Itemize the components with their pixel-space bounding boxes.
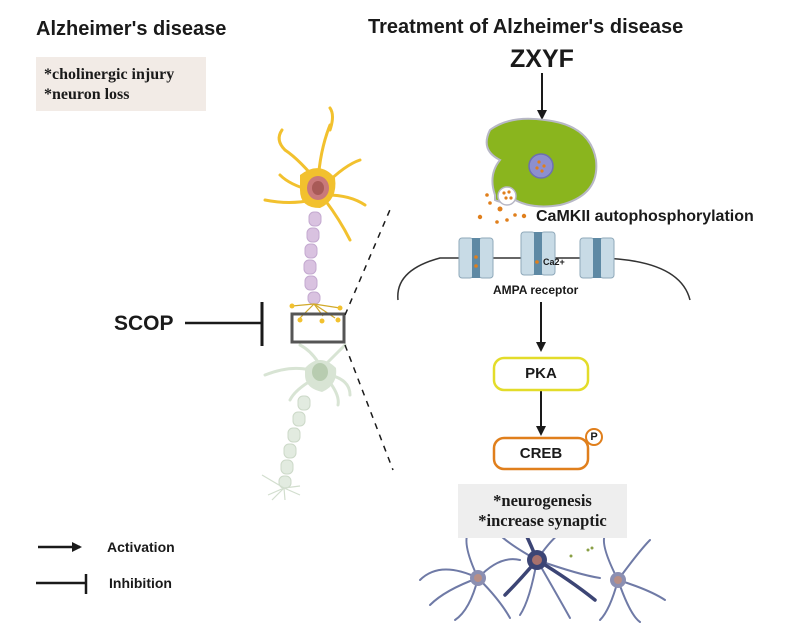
zoom-line-top	[344, 204, 393, 316]
creb-label: CREB	[519, 445, 563, 462]
healthy-neuron	[263, 106, 367, 242]
ca2-label: Ca2+	[543, 257, 565, 267]
zxyf-label: ZXYF	[510, 45, 574, 73]
phospho-label: P	[590, 431, 598, 443]
healthy-axon	[303, 211, 322, 305]
symptom-item: *neuron loss	[44, 86, 130, 103]
symptoms-box: *cholinergic injury *neuron loss	[36, 57, 206, 111]
presynaptic-cell	[485, 117, 598, 208]
ampa-receptor-2	[520, 231, 556, 276]
outcome-item: *increase synaptic	[478, 511, 607, 530]
ampa-receptor-label: AMPA receptor	[493, 283, 579, 297]
left-panel-title: Alzheimer's disease	[36, 18, 227, 40]
camkii-label: CaMKII autophosphorylation	[536, 208, 754, 225]
axon-terminals	[291, 303, 341, 319]
zoom-line-bottom	[344, 344, 394, 471]
released-vesicles	[477, 193, 527, 224]
synapse-highlight-box	[290, 312, 346, 344]
symptom-item: *cholinergic injury	[44, 66, 175, 83]
outcome-item: *neurogenesis	[493, 491, 592, 510]
ampa-receptor-1	[458, 237, 494, 279]
ampa-receptor-3	[579, 237, 615, 279]
phospho-circle	[585, 428, 603, 446]
right-panel-title: Treatment of Alzheimer's disease	[368, 16, 684, 38]
pka-label: PKA	[525, 365, 557, 382]
creb-box	[492, 436, 590, 471]
scop-label: SCOP	[114, 312, 174, 335]
legend-inhibition-label: Inhibition	[109, 575, 172, 591]
damaged-neuron	[261, 343, 352, 501]
outcomes-box: *neurogenesis *increase synaptic	[458, 484, 627, 538]
pka-box	[492, 356, 590, 392]
legend-activation-label: Activation	[107, 539, 175, 555]
